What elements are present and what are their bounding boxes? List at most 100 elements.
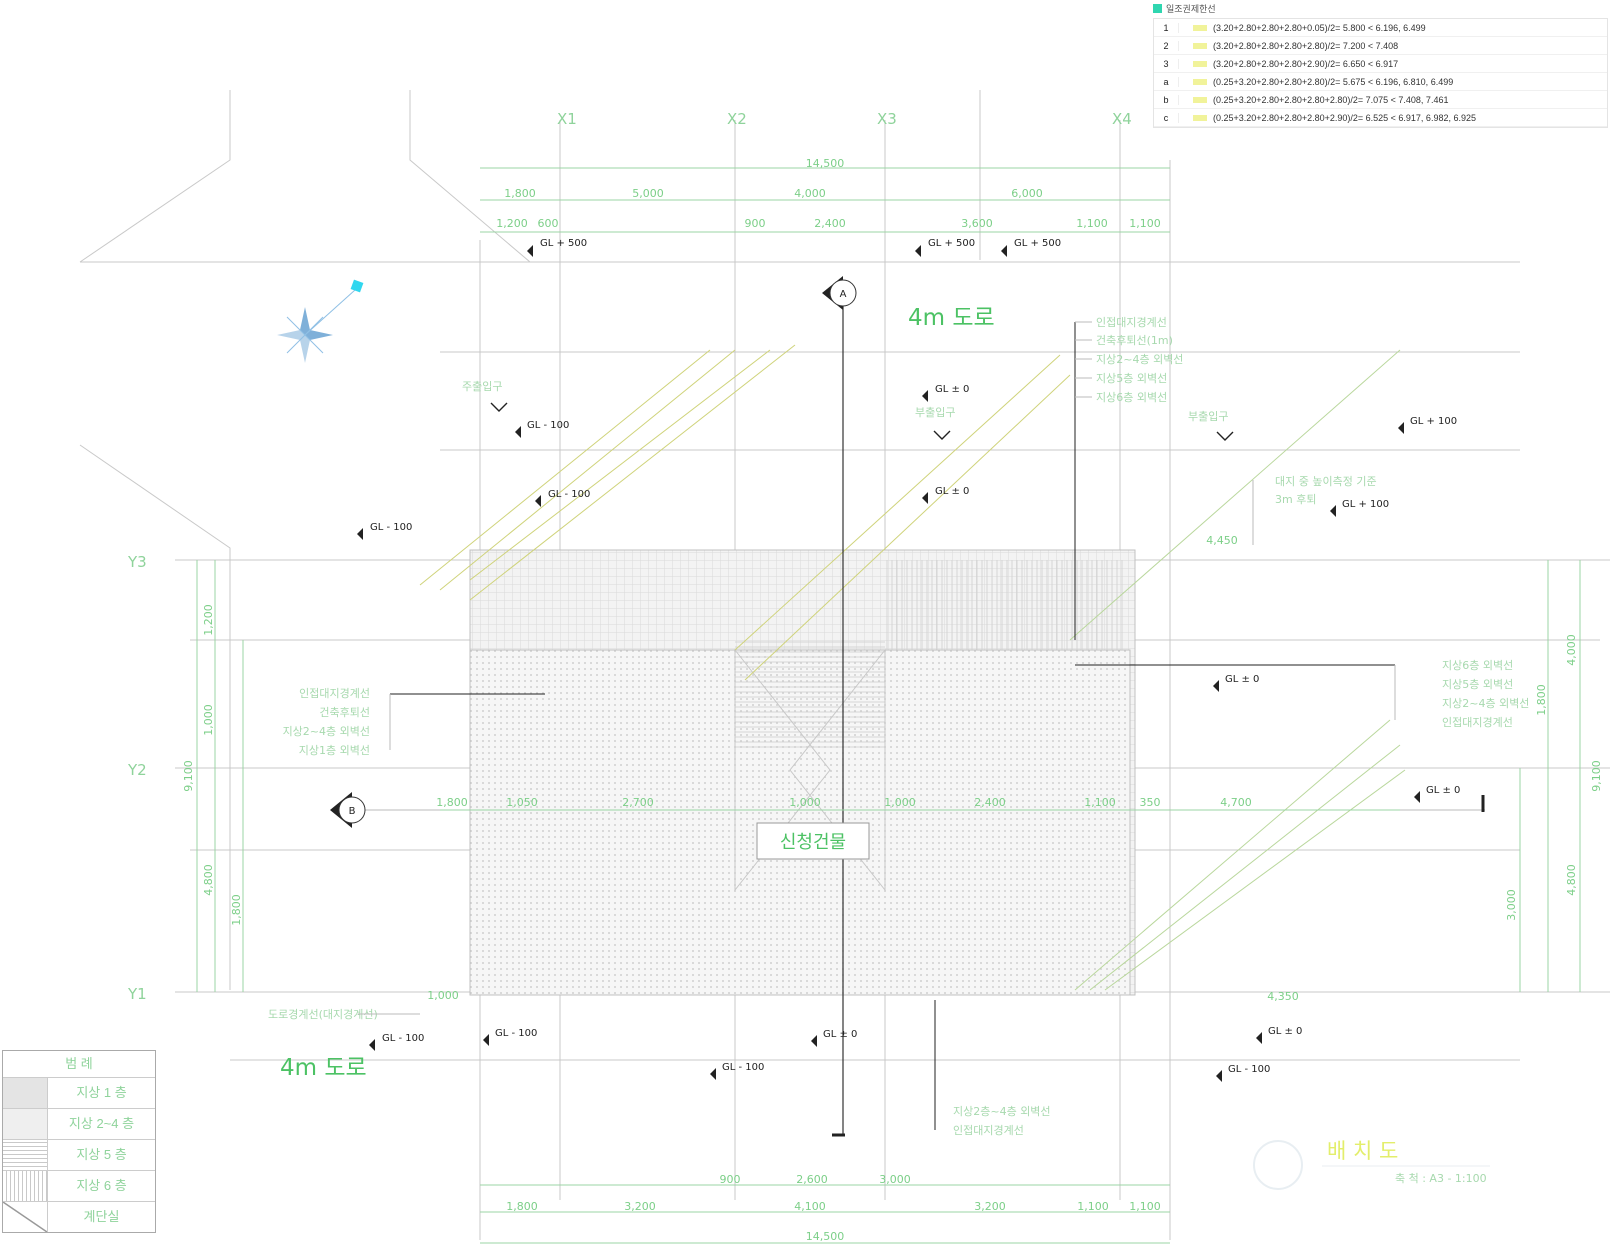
svg-text:지상2~4층 외벽선: 지상2~4층 외벽선 [1442, 697, 1529, 710]
entrance-label: 부출입구 [915, 406, 955, 419]
legend-row-swatch-icon [1193, 96, 1207, 103]
svg-text:GL - 100: GL - 100 [722, 1062, 764, 1073]
section-marker-a: A [822, 276, 857, 310]
level-marker: GL - 100 [483, 1028, 537, 1046]
leader-notes-bottom: 지상2층~4층 외벽선 인접대지경계선 도로경계선(대지경계선) [268, 1000, 1051, 1137]
legend-row: 1 (3.20+2.80+2.80+2.80+0.05)/2= 5.800 < 6… [1154, 19, 1607, 37]
title-block: 배 치 도 축 척 : A3 - 1:100 [1253, 1139, 1490, 1190]
legend-row: 2(3.20+2.80+2.80+2.80+2.80)/2= 7.200 < 7… [1154, 37, 1607, 55]
svg-text:1,800: 1,800 [504, 187, 536, 200]
svg-text:Y2: Y2 [127, 761, 147, 779]
svg-text:축 척 : A3 - 1:100: 축 척 : A3 - 1:100 [1395, 1172, 1487, 1185]
floor-legend-row: 계단실 [3, 1202, 155, 1232]
level-marker: GL ± 0 [1256, 1026, 1302, 1044]
legend-row-key: a [1154, 76, 1179, 87]
svg-text:인접대지경계선: 인접대지경계선 [299, 687, 370, 700]
svg-text:GL - 100: GL - 100 [527, 420, 569, 431]
svg-text:900: 900 [720, 1173, 741, 1186]
svg-text:1,000: 1,000 [202, 704, 215, 736]
svg-text:1,800: 1,800 [1535, 684, 1548, 716]
svg-text:GL ± 0: GL ± 0 [1225, 674, 1259, 685]
grid-label-x1: X1 [557, 110, 577, 128]
svg-text:3,600: 3,600 [961, 217, 993, 230]
svg-text:X2: X2 [727, 110, 747, 128]
svg-text:지상5층 외벽선: 지상5층 외벽선 [1442, 678, 1513, 691]
legend-row: a (0.25+3.20+2.80+2.80+2.80)/2= 5.675 < 6… [1154, 73, 1607, 91]
grid-label-x4: X4 [1112, 110, 1132, 128]
svg-text:X1: X1 [557, 110, 577, 128]
legend-row-swatch-icon [1193, 42, 1207, 49]
legend-row-key: c [1154, 112, 1179, 123]
level-marker: GL - 100 [1216, 1064, 1270, 1082]
svg-text:1,100: 1,100 [1077, 1200, 1109, 1213]
floor-legend-row: 지상 2~4 층 [3, 1109, 155, 1140]
legend-title: 일조권제한선 [1166, 4, 1216, 14]
svg-text:4,350: 4,350 [1267, 990, 1299, 1003]
svg-text:1,800: 1,800 [230, 894, 243, 926]
legend-row-swatch-icon [1193, 60, 1207, 67]
level-marker: GL + 100 [1398, 416, 1457, 434]
entrance-label: 주출입구 [462, 380, 502, 393]
svg-text:지상2층~4층 외벽선: 지상2층~4층 외벽선 [953, 1105, 1051, 1118]
svg-text:GL ± 0: GL ± 0 [1426, 785, 1460, 796]
svg-text:3m 후퇴: 3m 후퇴 [1275, 493, 1316, 506]
floor-legend-title: 범 례 [3, 1051, 155, 1078]
grid-label-y3: Y3 [127, 553, 147, 571]
svg-text:1,050: 1,050 [506, 796, 538, 809]
level-markers: GL + 500 GL + 500 GL + 500 GL ± 0 GL - 1… [357, 238, 1460, 1082]
floor-legend-swatch [3, 1202, 48, 1232]
svg-text:지상5층 외벽선: 지상5층 외벽선 [1096, 372, 1167, 385]
svg-text:Y3: Y3 [127, 553, 147, 571]
level-marker: GL + 500 [915, 238, 975, 257]
svg-text:600: 600 [538, 217, 559, 230]
svg-text:1,000: 1,000 [427, 989, 459, 1002]
svg-text:3,200: 3,200 [974, 1200, 1006, 1213]
legend-swatch-icon [1153, 4, 1162, 13]
floor-legend-row: 지상 6 층 [3, 1171, 155, 1202]
svg-text:인접대지경계선: 인접대지경계선 [1096, 316, 1167, 329]
svg-text:GL ± 0: GL ± 0 [935, 486, 969, 497]
svg-text:신청건물: 신청건물 [780, 832, 846, 853]
level-marker: GL ± 0 [922, 486, 969, 504]
legend-row: 3(3.20+2.80+2.80+2.80+2.90)/2= 6.650 < 6… [1154, 55, 1607, 73]
grid-label-y2: Y2 [127, 761, 147, 779]
svg-text:지상6층 외벽선: 지상6층 외벽선 [1442, 659, 1513, 672]
svg-text:B: B [349, 806, 356, 817]
svg-text:6,000: 6,000 [1011, 187, 1043, 200]
svg-text:1,200: 1,200 [496, 217, 528, 230]
level-marker: GL + 500 [527, 238, 587, 257]
svg-text:1,100: 1,100 [1129, 217, 1161, 230]
leader-notes-right: 지상6층 외벽선 지상5층 외벽선 지상2~4층 외벽선 인접대지경계선 [1075, 659, 1529, 729]
level-marker: GL ± 0 [1414, 785, 1460, 803]
entrance-markers [490, 402, 1234, 441]
level-marker: GL - 100 [369, 1033, 424, 1051]
svg-text:1,100: 1,100 [1084, 796, 1116, 809]
floor-legend-label: 지상 5 층 [76, 1147, 127, 1162]
legend-row-formula: (3.20+2.80+2.80+2.80+0.05)/2= 5.800 < 6.… [1213, 22, 1426, 33]
svg-text:인접대지경계선: 인접대지경계선 [1442, 716, 1513, 729]
floor-legend-label: 지상 2~4 층 [68, 1116, 135, 1131]
svg-text:4,450: 4,450 [1206, 534, 1238, 547]
dimensions-bottom: 900 2,600 3,000 1,800 3,200 4,100 3,200 … [480, 1173, 1170, 1244]
svg-text:GL + 500: GL + 500 [1014, 238, 1061, 249]
legend-row-key: 1 [1154, 22, 1179, 33]
level-marker: GL ± 0 [922, 384, 969, 402]
svg-text:4,800: 4,800 [1565, 864, 1578, 896]
svg-text:X3: X3 [877, 110, 897, 128]
floor-legend-label: 지상 1 층 [76, 1085, 127, 1100]
floor-legend-label: 지상 6 층 [76, 1178, 127, 1193]
legend-table: 1 (3.20+2.80+2.80+2.80+0.05)/2= 5.800 < 6… [1153, 18, 1608, 128]
leader-notes-left: 인접대지경계선 건축후퇴선 지상2~4층 외벽선 지상1층 외벽선 [283, 687, 545, 757]
road-label-bottom: 4m 도로 [280, 1055, 367, 1081]
svg-text:5,000: 5,000 [632, 187, 664, 200]
legend-row-formula: (0.25+3.20+2.80+2.80+2.80)/2= 5.675 < 6.… [1213, 76, 1454, 87]
dimensions-left: 9,100 4,800 1,200 1,000 1,800 [182, 560, 244, 992]
legend-row-swatch-icon [1193, 78, 1207, 85]
level-marker: GL - 100 [357, 522, 412, 540]
svg-text:9,100: 9,100 [1590, 760, 1603, 792]
svg-text:GL - 100: GL - 100 [548, 489, 590, 500]
svg-text:GL - 100: GL - 100 [382, 1033, 424, 1044]
level-marker: GL - 100 [535, 489, 590, 507]
daylight-legend: 일조권제한선 1 (3.20+2.80+2.80+2.80+0.05)/2= 5.… [1153, 2, 1608, 134]
